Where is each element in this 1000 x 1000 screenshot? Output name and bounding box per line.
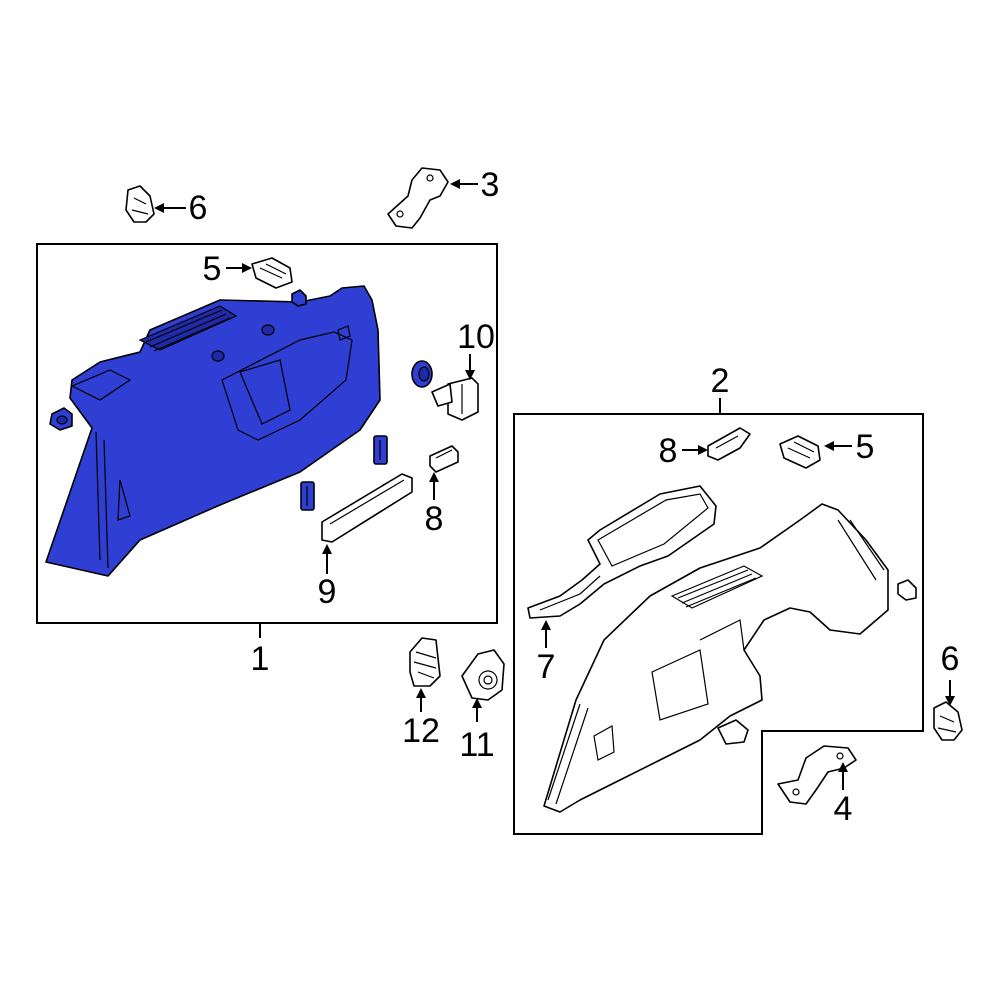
part-5-clip-right[interactable] — [779, 435, 821, 469]
leader-7 — [541, 620, 551, 648]
callout-10[interactable]: 10 — [457, 318, 495, 356]
quarter-trim-panel-outline[interactable] — [543, 503, 889, 813]
hook-clip[interactable] — [717, 719, 749, 745]
callout-5-top[interactable]: 5 — [203, 250, 222, 288]
callout-3[interactable]: 3 — [481, 166, 500, 204]
callout-5-right[interactable]: 5 — [856, 428, 875, 466]
callout-4[interactable]: 4 — [834, 790, 853, 828]
leader-10 — [465, 354, 475, 380]
part-11-socket[interactable] — [461, 649, 505, 701]
part-12-cover[interactable] — [409, 637, 441, 687]
part-4-bracket[interactable] — [777, 745, 857, 805]
part-9-trim-strip[interactable] — [321, 473, 413, 543]
callout-8-left[interactable]: 8 — [425, 500, 444, 538]
callout-12[interactable]: 12 — [402, 712, 440, 750]
leader-4 — [838, 762, 848, 790]
callout-8-right[interactable]: 8 — [659, 432, 678, 470]
quarter-trim-panel-highlighted[interactable] — [45, 285, 381, 577]
leader-6-right — [945, 680, 955, 706]
leader-5-right — [824, 441, 852, 451]
cap-right[interactable] — [897, 579, 917, 601]
callout-1[interactable]: 1 — [251, 640, 270, 678]
group-frame-2 — [513, 413, 924, 835]
part-6-clip-top[interactable] — [125, 185, 155, 223]
leader-12 — [416, 688, 426, 712]
callout-2[interactable]: 2 — [711, 362, 730, 400]
cap-blue[interactable] — [291, 289, 307, 307]
part-10-bracket[interactable] — [431, 377, 479, 421]
callout-7[interactable]: 7 — [537, 648, 556, 686]
leader-5-top — [226, 263, 252, 273]
leader-3 — [450, 179, 478, 189]
retainer-blue-b[interactable] — [300, 481, 315, 511]
part-3-bracket[interactable] — [387, 167, 449, 229]
callout-9[interactable]: 9 — [318, 573, 337, 611]
retainer-blue-a[interactable] — [373, 435, 388, 465]
group-frame-1 — [36, 243, 498, 624]
part-7-cover-panel[interactable] — [527, 485, 717, 619]
leader-11 — [472, 698, 482, 722]
callout-6-top[interactable]: 6 — [189, 189, 208, 227]
part-6-clip-right[interactable] — [933, 701, 963, 741]
part-5-clip-top[interactable] — [251, 257, 293, 289]
leader-6-top — [154, 203, 186, 213]
callout-11[interactable]: 11 — [459, 726, 494, 764]
leader-8-right — [682, 445, 708, 455]
part-8-clip-right[interactable] — [707, 427, 751, 461]
leader-9 — [322, 544, 332, 574]
callout-6-right[interactable]: 6 — [941, 640, 960, 678]
grommet-blue[interactable] — [411, 360, 433, 388]
part-8-clip-left[interactable] — [429, 445, 459, 473]
leader-8-left — [429, 472, 439, 500]
clip-blue-left[interactable] — [49, 407, 73, 431]
